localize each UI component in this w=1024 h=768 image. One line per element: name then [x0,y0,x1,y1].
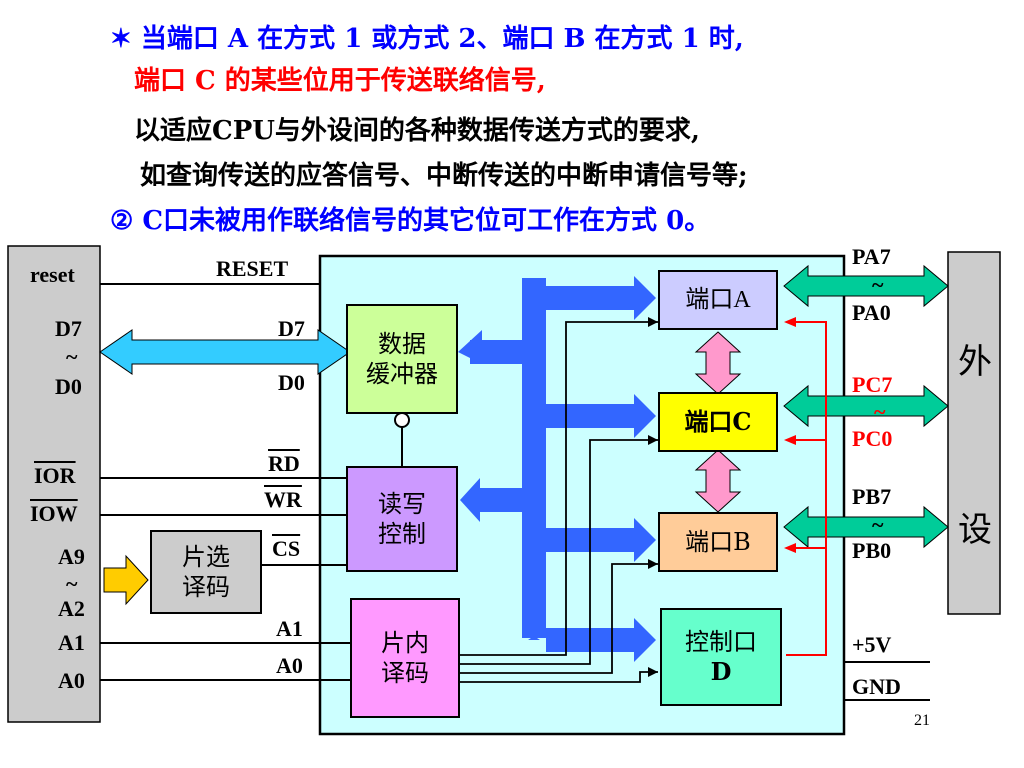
bus-to-port-c [546,394,656,438]
label-pin-cs: CS [272,536,301,561]
port-a: 端口A [658,270,778,330]
internal-decoder-line-1: 片内 [381,629,429,657]
label-pc7: PC7 [852,372,893,397]
bus-to-port-a [546,276,656,320]
label-pb-tilde: ~ [872,512,884,537]
label-cpu-a0: A0 [58,668,85,693]
label-pa7: PA7 [852,244,891,269]
rw-line-1: 读写 [378,490,426,518]
peripheral-label-2: 设 [958,510,992,550]
page-number: 21 [914,712,930,729]
label-pb0: PB0 [852,538,892,563]
text-line-2: 端口 C 的某些位用于传送联络信号, [134,66,546,96]
data-buffer: 数据缓冲器 [346,304,458,414]
text-line-1: ✶ 当端口 A 在方式 1 或方式 2、端口 B 在方式 1 时, [110,18,744,55]
bus-to-port-b [546,518,656,562]
label-pin-d7: D7 [278,316,305,341]
label-pc-tilde: ~ [874,399,886,424]
label-pa0: PA0 [852,300,891,325]
internal-bus-vertical [522,278,546,638]
label-a9: A9 [58,544,85,569]
peripheral-label-1: 外 [958,342,992,382]
label-pb7: PB7 [852,484,892,509]
star-icon: ✶ [110,24,132,54]
buffer-line-2: 缓冲器 [366,360,438,388]
text-line-3: 以适应CPU与外设间的各种数据传送方式的要求, [134,116,700,146]
label-cpu-d0: D0 [55,374,82,399]
label-reset: reset [30,262,75,287]
label-pin-reset: RESET [216,256,289,281]
text-line-4: 如查询传送的应答信号、中断传送的中断申请信号等; [140,161,748,191]
label-a2: A2 [58,596,85,621]
rw-line-2: 控制 [378,520,426,548]
decoder-line-1: 片选 [182,543,230,571]
label-pin-a1: A1 [276,616,303,641]
bus-to-control [546,618,656,662]
label-cpu-a1: A1 [58,630,85,655]
label-vcc: +5V [852,632,892,657]
label-cpu-tilde2: ~ [66,571,78,596]
control-port-line-1: 控制口 [685,628,757,656]
label-cpu-tilde1: ~ [66,344,78,369]
port-a-bus [783,264,949,308]
label-pin-wr: WR [264,487,302,512]
bus-to-rw-control [460,478,522,522]
label-pin-rd: RD [268,451,300,476]
label-ior: IOR [34,463,76,488]
label-pc0: PC0 [852,426,893,451]
rw-control: 读写控制 [346,466,458,572]
internal-decoder: 片内译码 [350,598,460,718]
cpu-side-panel [7,245,101,723]
control-to-port-a [786,321,827,656]
text-line-5: ② C口未被用作联络信号的其它位可工作在方式 0。 [110,206,711,236]
port-c: 端口C [658,392,778,452]
buffer-line-1: 数据 [378,330,426,358]
label-iow: IOW [30,501,78,526]
label-pin-d0: D0 [278,370,305,395]
label-gnd: GND [852,674,901,699]
buffer-enable-circle [394,412,410,428]
decoder-line-2: 译码 [182,573,230,601]
label-pa-tilde: ~ [872,272,884,297]
port-b: 端口B [658,512,778,572]
peripheral-panel [947,251,1001,615]
label-pin-a0: A0 [276,653,303,678]
internal-decoder-line-2: 译码 [381,659,429,687]
text-line-1-body: 当端口 A 在方式 1 或方式 2、端口 B 在方式 1 时, [140,24,744,54]
control-port-line-2: D [710,657,732,686]
chip-select-decoder: 片选译码 [150,530,262,614]
address-arrow [103,554,149,606]
label-cpu-d7: D7 [55,316,82,341]
data-bus-arrow [99,329,351,375]
